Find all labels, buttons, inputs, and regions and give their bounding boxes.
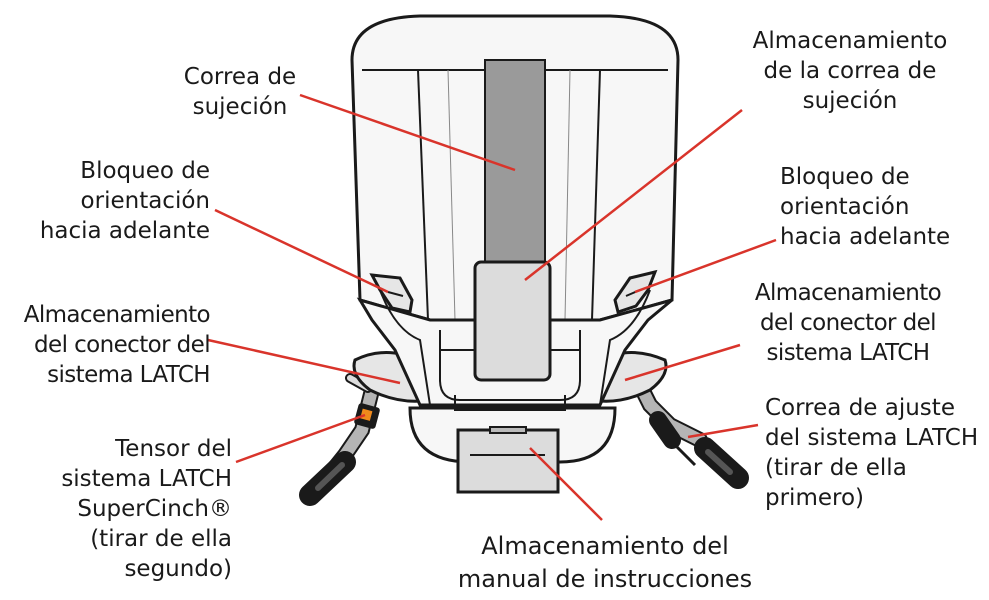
seat-base xyxy=(408,406,617,494)
label-fwd-lock-left: Bloqueo de orientación hacia adelante xyxy=(39,158,210,244)
label-latch-adjust: Correa de ajuste del sistema LATCH (tira… xyxy=(765,395,979,511)
label-tether-storage: Almacenamiento de la correa de sujeción xyxy=(752,28,948,114)
label-manual-storage: Almacenamiento del manual de instruccion… xyxy=(457,532,753,593)
leader-tether-strap xyxy=(299,93,516,172)
right-latch-connector xyxy=(632,377,749,489)
leader-tether-storage xyxy=(524,109,743,281)
tether-strap xyxy=(484,59,546,271)
label-fwd-lock-right: Bloqueo de orientación hacia adelante xyxy=(780,164,951,250)
leader-supercinch xyxy=(235,413,366,464)
leader-manual xyxy=(529,447,603,521)
label-tether-strap: Correa de sujeción xyxy=(183,64,297,120)
label-supercinch: Tensor del sistema LATCH SuperCinch® (ti… xyxy=(61,436,232,582)
leader-lines xyxy=(207,93,777,521)
tether-storage-pocket xyxy=(473,260,552,382)
forward-lock-left xyxy=(369,273,414,314)
leader-latch-right xyxy=(624,343,741,382)
leader-fwd-lock-left xyxy=(214,208,389,294)
label-latch-storage-right: Almacenamiento del conector del sistema … xyxy=(754,280,942,366)
left-latch-connector xyxy=(299,373,380,506)
leader-latch-adjust xyxy=(687,423,759,439)
label-latch-storage-left: Almacenamiento del conector del sistema … xyxy=(23,302,211,388)
leader-fwd-lock-right xyxy=(634,238,777,294)
leader-latch-left xyxy=(207,338,401,385)
